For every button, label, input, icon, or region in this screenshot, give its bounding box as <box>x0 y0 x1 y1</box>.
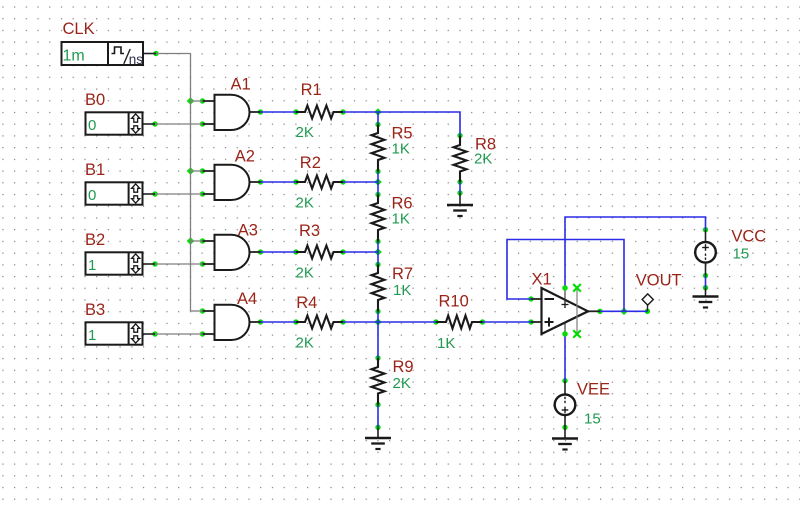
svg-text:ns: ns <box>129 52 144 67</box>
svg-text:VCC: VCC <box>731 227 766 245</box>
svg-text:2K: 2K <box>296 124 314 141</box>
svg-text:0: 0 <box>88 187 96 204</box>
svg-text:1K: 1K <box>392 210 410 227</box>
svg-text:R4: R4 <box>296 294 317 312</box>
svg-text:A2: A2 <box>235 148 255 166</box>
svg-text:R1: R1 <box>301 81 322 99</box>
svg-text:15: 15 <box>733 246 750 263</box>
svg-text:1K: 1K <box>437 335 455 352</box>
svg-text:R9: R9 <box>393 358 414 376</box>
svg-text:R7: R7 <box>392 265 413 283</box>
svg-text:A1: A1 <box>231 76 251 94</box>
svg-text:2K: 2K <box>296 265 314 282</box>
svg-text:R6: R6 <box>392 195 413 213</box>
svg-text:2K: 2K <box>296 335 314 352</box>
svg-text:0: 0 <box>88 117 96 134</box>
svg-text:VOUT: VOUT <box>636 272 682 290</box>
svg-text:B1: B1 <box>85 161 105 179</box>
svg-text:1m: 1m <box>63 48 85 65</box>
svg-text:R2: R2 <box>300 154 321 172</box>
svg-text:2K: 2K <box>296 195 314 212</box>
svg-text:A4: A4 <box>237 290 257 308</box>
svg-text:VEE: VEE <box>577 381 610 399</box>
svg-text:B3: B3 <box>85 301 105 319</box>
svg-text:R5: R5 <box>392 125 413 143</box>
svg-text:1K: 1K <box>393 282 411 299</box>
svg-text:A3: A3 <box>238 221 258 239</box>
svg-text:R8: R8 <box>475 135 496 153</box>
svg-text:1: 1 <box>88 327 96 344</box>
svg-text:1: 1 <box>88 257 96 274</box>
svg-text:B2: B2 <box>85 231 105 249</box>
svg-text:CLK: CLK <box>63 20 95 38</box>
svg-text:B0: B0 <box>85 91 105 109</box>
svg-text:15: 15 <box>584 410 601 427</box>
svg-text:R3: R3 <box>299 222 320 240</box>
svg-text:2K: 2K <box>474 151 492 168</box>
svg-text:R10: R10 <box>439 293 469 311</box>
svg-text:2K: 2K <box>393 375 411 392</box>
svg-text:X1: X1 <box>532 271 552 289</box>
svg-text:1K: 1K <box>392 141 410 158</box>
